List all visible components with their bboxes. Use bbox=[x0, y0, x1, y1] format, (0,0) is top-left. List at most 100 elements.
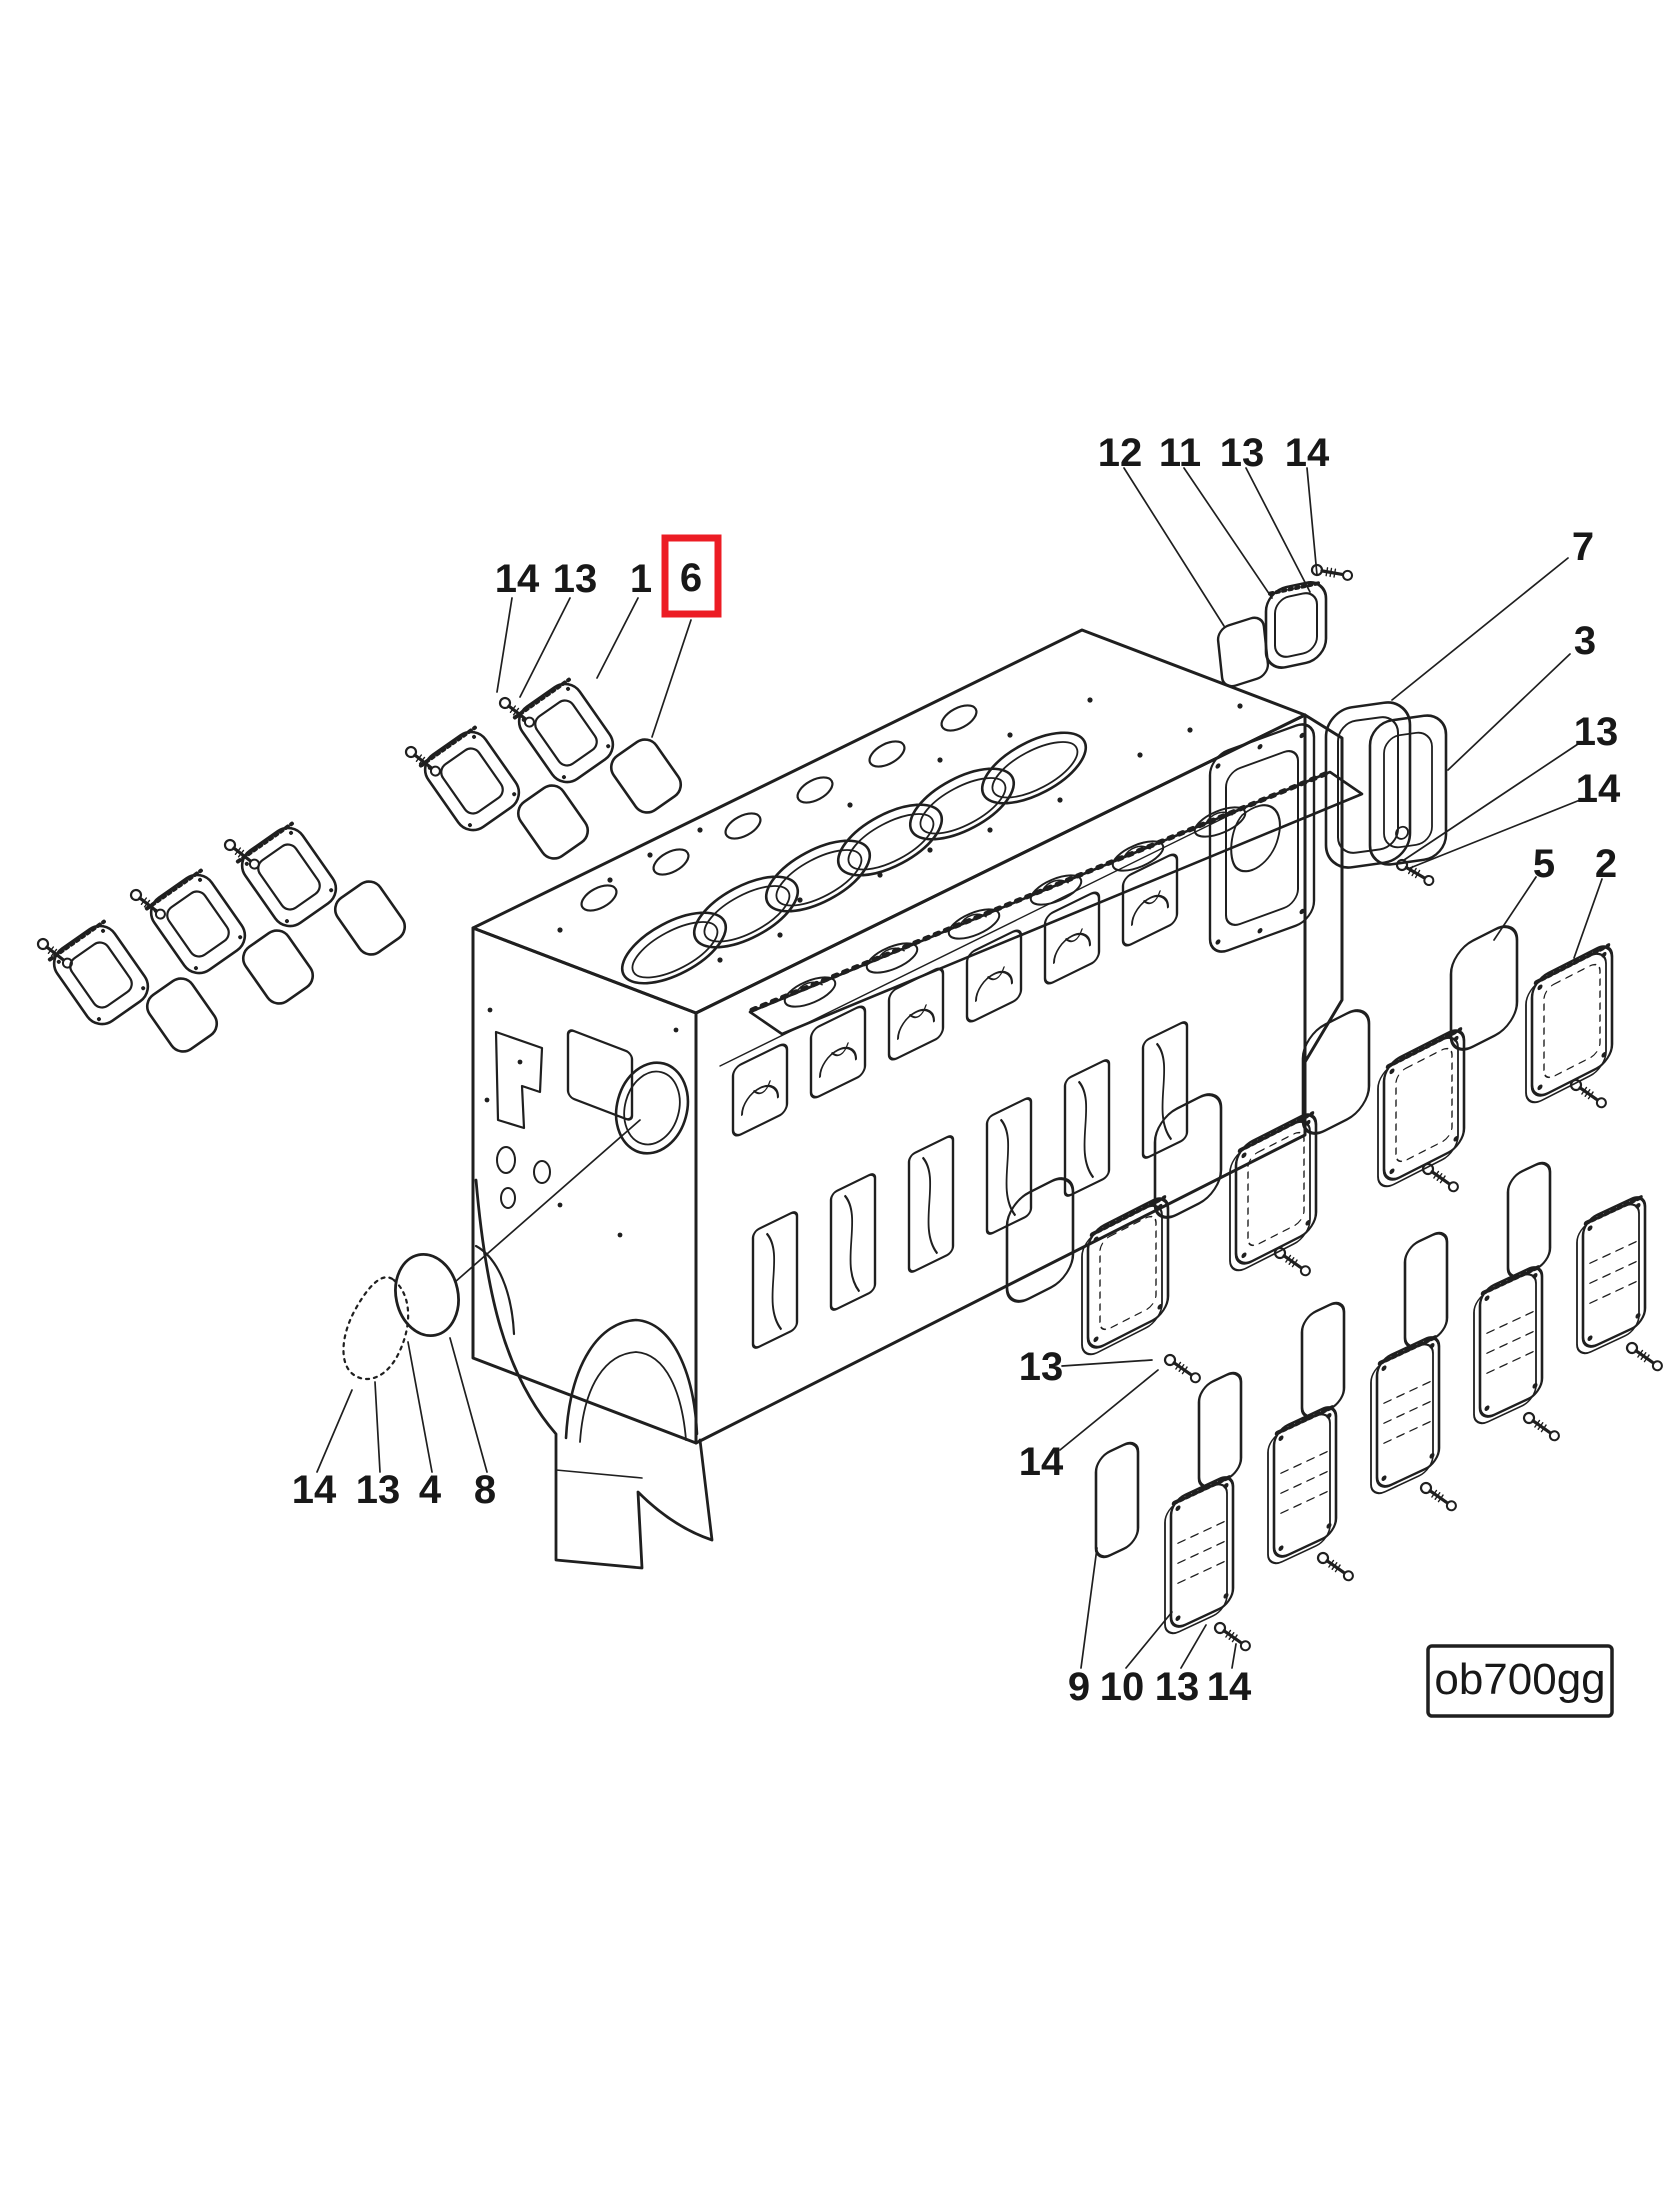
callout-label-2: 2 bbox=[1595, 842, 1617, 886]
top-port bbox=[868, 740, 906, 768]
leader-line bbox=[1231, 1643, 1237, 1669]
side-cover-gasket bbox=[1153, 1093, 1223, 1219]
leader-line bbox=[651, 619, 692, 738]
cam-window bbox=[1043, 891, 1101, 985]
callout-label-14: 14 bbox=[495, 557, 540, 601]
callout-label-3: 3 bbox=[1574, 619, 1596, 663]
callout-label-14: 14 bbox=[292, 1468, 337, 1512]
cylinder-bores bbox=[620, 731, 1088, 985]
side-cover-gasket bbox=[1005, 1177, 1075, 1303]
leader-line bbox=[1059, 1369, 1159, 1451]
cylinder-bore bbox=[836, 803, 944, 877]
side-cover-plate bbox=[1081, 1195, 1170, 1356]
cover-gasket bbox=[241, 929, 315, 1005]
tappet-rail bbox=[748, 769, 1364, 1036]
lower-cover-gasket bbox=[1197, 1371, 1243, 1489]
top-port bbox=[796, 776, 834, 804]
block-end-edge bbox=[1303, 713, 1344, 1064]
top-ports bbox=[580, 704, 978, 912]
crankcase-window bbox=[829, 1173, 877, 1311]
lower-cover-plate bbox=[1164, 1474, 1235, 1635]
leader-line bbox=[407, 1341, 433, 1473]
callout-label-1: 1 bbox=[630, 557, 652, 601]
bolt-and-washer bbox=[1310, 563, 1354, 581]
breather-cover bbox=[1264, 580, 1328, 669]
cylinder-bore bbox=[908, 767, 1016, 841]
lower-cover-plate bbox=[1473, 1264, 1544, 1425]
leader-line bbox=[1493, 876, 1537, 941]
rail-slot bbox=[947, 908, 1001, 940]
end-opening bbox=[566, 1029, 634, 1121]
lower-cover-gasket bbox=[1506, 1161, 1552, 1279]
cover-gasket bbox=[516, 784, 590, 860]
callout-label-10: 10 bbox=[1100, 1665, 1145, 1709]
bolt-and-washer bbox=[404, 745, 441, 777]
callout-label-13: 13 bbox=[553, 557, 598, 601]
callout-label-14: 14 bbox=[1019, 1440, 1064, 1484]
crankcase-window bbox=[1063, 1059, 1111, 1197]
cover-plates bbox=[36, 563, 1663, 1652]
leader-line bbox=[1180, 1624, 1207, 1669]
leader-line bbox=[596, 597, 639, 679]
crank-bore bbox=[614, 1061, 690, 1155]
top-port bbox=[724, 812, 762, 840]
side-cover-plate bbox=[1377, 1027, 1466, 1188]
lower-cover-plate bbox=[1267, 1404, 1338, 1565]
bolt-and-washer bbox=[498, 696, 535, 728]
leader-lines bbox=[316, 467, 1603, 1669]
inspection-cover-frame bbox=[144, 868, 247, 975]
bolt-and-washer bbox=[36, 937, 73, 969]
callout-label-13: 13 bbox=[1574, 710, 1619, 754]
leader-line bbox=[1061, 1359, 1153, 1367]
crankcase-window bbox=[751, 1211, 799, 1349]
bolt-and-washer bbox=[129, 888, 166, 920]
cam-windows bbox=[731, 853, 1179, 1137]
leader-line bbox=[1306, 467, 1318, 576]
top-port bbox=[580, 884, 618, 912]
highlight-box bbox=[661, 534, 722, 618]
callout-label-4: 4 bbox=[419, 1468, 442, 1512]
top-face-dots bbox=[557, 697, 1243, 963]
crankcase-window bbox=[985, 1097, 1033, 1235]
side-cover-gasket bbox=[1449, 925, 1519, 1051]
cam-window bbox=[1121, 853, 1179, 947]
arch-housing bbox=[474, 1178, 714, 1570]
cam-window bbox=[809, 1005, 867, 1099]
bolt-and-washer bbox=[1625, 1341, 1663, 1372]
left-end-details bbox=[484, 1007, 690, 1238]
lower-cover-plate bbox=[1370, 1334, 1441, 1495]
inspection-cover-frame bbox=[512, 677, 615, 784]
leader-line bbox=[1391, 557, 1569, 701]
leader-line bbox=[316, 1389, 353, 1473]
cover-gasket bbox=[609, 738, 683, 814]
cam-window bbox=[965, 929, 1023, 1023]
side-cover-plate bbox=[1229, 1111, 1318, 1272]
oval-cover bbox=[394, 1252, 460, 1338]
bolt-and-washer bbox=[1419, 1481, 1457, 1512]
callout-label-14: 14 bbox=[1285, 431, 1330, 475]
callout-label-13: 13 bbox=[1155, 1665, 1200, 1709]
top-port bbox=[940, 704, 978, 732]
rail-slot bbox=[783, 976, 837, 1008]
callout-label-9: 9 bbox=[1068, 1665, 1090, 1709]
front-face-line bbox=[719, 809, 1241, 1067]
oval-gasket bbox=[342, 1276, 410, 1381]
leader-line bbox=[1080, 1547, 1098, 1669]
figure-code: ob700gg bbox=[1434, 1655, 1605, 1704]
code-box-border bbox=[1426, 1644, 1614, 1718]
rail-slot bbox=[865, 942, 919, 974]
callout-label-13: 13 bbox=[1019, 1345, 1064, 1389]
inspection-cover-frame bbox=[418, 725, 521, 832]
block-front-face bbox=[694, 713, 1307, 1445]
bolt-and-washer bbox=[223, 838, 260, 870]
leader-line bbox=[1183, 467, 1273, 599]
callout-label-13: 13 bbox=[356, 1468, 401, 1512]
callout-label-6: 6 bbox=[680, 556, 702, 600]
end-cover-plate bbox=[1324, 701, 1412, 869]
cylinder-bore bbox=[764, 839, 872, 913]
cam-window bbox=[887, 967, 945, 1061]
inspection-cover-frame bbox=[235, 821, 338, 928]
cylinder-bore bbox=[692, 875, 800, 949]
leader-line bbox=[496, 597, 513, 693]
